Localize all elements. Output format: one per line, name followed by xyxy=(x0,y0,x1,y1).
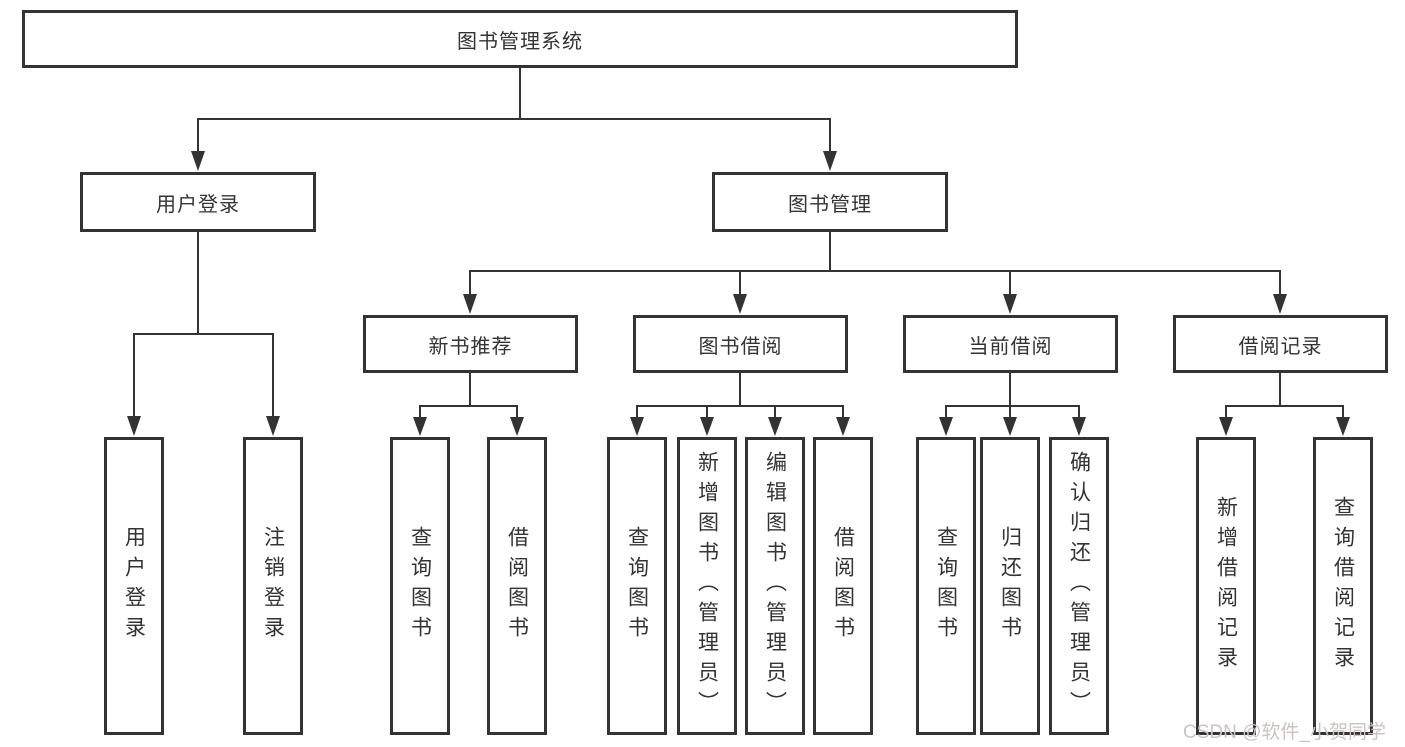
node-label: 借阅记录 xyxy=(1238,335,1323,358)
leaf-label: 借阅图书 xyxy=(505,526,529,646)
node-label: 图书管理 xyxy=(788,193,872,216)
leaf-label: 用户登录 xyxy=(122,526,146,646)
node-user-login: 用户登录 xyxy=(80,172,316,232)
leaf-add-books-admin: 新增图书（管理员） xyxy=(677,437,737,735)
node-new-book-recommendation: 新书推荐 xyxy=(363,315,578,373)
leaf-label: 确认归还（管理员） xyxy=(1067,451,1091,721)
leaf-borrow-books: 借阅图书 xyxy=(813,437,873,735)
node-library-management-system: 图书管理系统 xyxy=(22,10,1018,68)
leaf-label: 注销登录 xyxy=(261,526,285,646)
node-current-borrowing: 当前借阅 xyxy=(903,315,1118,373)
leaf-label: 查询借阅记录 xyxy=(1331,496,1355,676)
leaf-label: 新增图书（管理员） xyxy=(695,451,719,721)
leaf-label: 编辑图书（管理员） xyxy=(763,451,787,721)
node-label: 图书管理系统 xyxy=(457,30,583,53)
leaf-user-login: 用户登录 xyxy=(104,437,164,735)
node-label: 用户登录 xyxy=(156,193,240,216)
leaf-label: 新增借阅记录 xyxy=(1214,496,1238,676)
node-borrowing-records: 借阅记录 xyxy=(1173,315,1388,373)
leaf-label: 查询图书 xyxy=(934,526,958,646)
leaf-label: 查询图书 xyxy=(625,526,649,646)
node-label: 图书借阅 xyxy=(698,335,783,358)
node-book-borrowing: 图书借阅 xyxy=(633,315,848,373)
leaf-query-books: 查询图书 xyxy=(390,437,450,735)
leaf-add-borrow-record: 新增借阅记录 xyxy=(1196,437,1256,735)
leaf-label: 借阅图书 xyxy=(831,526,855,646)
leaf-query-borrow-record: 查询借阅记录 xyxy=(1313,437,1373,735)
node-label: 新书推荐 xyxy=(428,335,513,358)
leaf-query-books: 查询图书 xyxy=(607,437,667,735)
leaf-borrow-books: 借阅图书 xyxy=(487,437,547,735)
leaf-confirm-return-admin: 确认归还（管理员） xyxy=(1049,437,1109,735)
leaf-return-books: 归还图书 xyxy=(980,437,1040,735)
leaf-label: 归还图书 xyxy=(998,526,1022,646)
csdn-watermark: CSDN @软件_小贺同学 xyxy=(1183,722,1386,743)
node-label: 当前借阅 xyxy=(968,335,1053,358)
node-book-management: 图书管理 xyxy=(712,172,948,232)
leaf-query-books: 查询图书 xyxy=(916,437,976,735)
leaf-logout: 注销登录 xyxy=(243,437,303,735)
leaf-edit-books-admin: 编辑图书（管理员） xyxy=(745,437,805,735)
leaf-label: 查询图书 xyxy=(408,526,432,646)
